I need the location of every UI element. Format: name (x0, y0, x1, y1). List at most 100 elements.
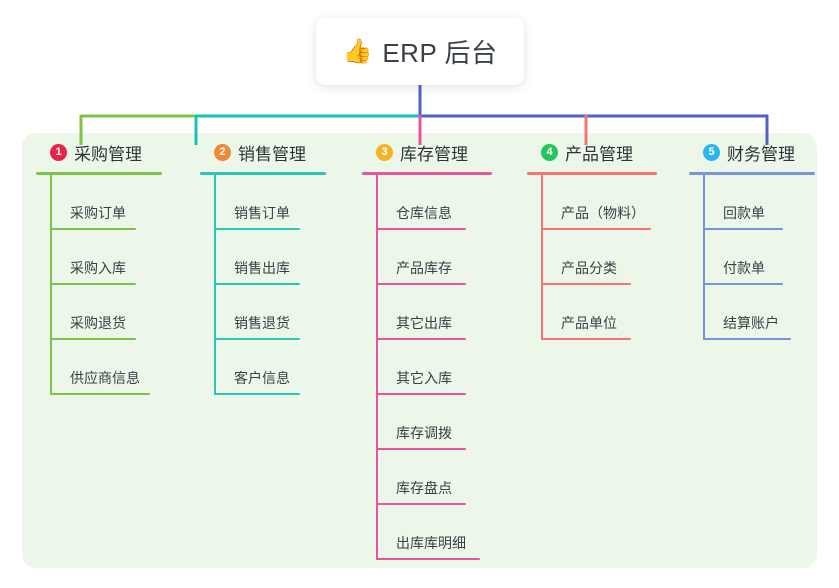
list-item[interactable]: 采购退货 (50, 285, 186, 340)
list-item-rule (214, 338, 300, 340)
list-item-label: 付款单 (723, 260, 765, 276)
list-item[interactable]: 销售出库 (214, 230, 350, 285)
list-item-rule (376, 503, 466, 505)
list-item[interactable]: 出库库明细 (376, 505, 522, 560)
list-item-label: 出库库明细 (396, 535, 466, 551)
list-item-label: 仓库信息 (396, 205, 452, 221)
list-item-label: 供应商信息 (70, 370, 140, 386)
list-item[interactable]: 其它入库 (376, 340, 522, 395)
column-badge-3: 3 (376, 143, 393, 161)
list-item-rule (214, 228, 300, 230)
list-item-label: 回款单 (723, 205, 765, 221)
list-item-rule (376, 558, 480, 560)
list-item-rule (703, 338, 791, 340)
content-panel (22, 133, 817, 568)
list-item-label: 销售退货 (234, 315, 290, 331)
root-title: ERP 后台 (382, 38, 498, 68)
list-item-rule (376, 283, 466, 285)
column-header-4[interactable]: 4 产品管理 (527, 133, 687, 171)
list-item-rule (50, 393, 150, 395)
column-title-label: 产品管理 (565, 144, 633, 164)
list-item[interactable]: 库存盘点 (376, 450, 522, 505)
column-5: 5 财务管理回款单付款单结算账户 (689, 133, 839, 340)
column-spine (541, 175, 543, 340)
column-spine (703, 175, 705, 340)
list-item-rule (541, 283, 631, 285)
list-item[interactable]: 产品库存 (376, 230, 522, 285)
list-item[interactable]: 其它出库 (376, 285, 522, 340)
column-header-rule (36, 172, 162, 175)
list-item-label: 库存盘点 (396, 480, 452, 496)
list-item[interactable]: 付款单 (703, 230, 839, 285)
thumbs-up-icon: 👍 (342, 37, 373, 65)
list-item-label: 客户信息 (234, 370, 290, 386)
list-item[interactable]: 产品分类 (541, 230, 687, 285)
list-item-rule (376, 393, 466, 395)
list-item-label: 销售订单 (234, 205, 290, 221)
list-item-label: 采购入库 (70, 260, 126, 276)
list-item-rule (214, 393, 300, 395)
column-badge-1: 1 (50, 143, 67, 161)
column-title-label: 库存管理 (400, 144, 468, 164)
list-item-label: 产品单位 (561, 315, 617, 331)
column-title-label: 财务管理 (727, 144, 795, 164)
list-item-label: 库存调拨 (396, 425, 452, 441)
column-items: 仓库信息产品库存其它出库其它入库库存调拨库存盘点出库库明细 (362, 175, 522, 560)
list-item-rule (50, 228, 136, 230)
column-spine (214, 175, 216, 395)
column-header-1[interactable]: 1 采购管理 (36, 133, 186, 171)
column-spine (50, 175, 52, 395)
list-item[interactable]: 结算账户 (703, 285, 839, 340)
list-item-rule (376, 338, 466, 340)
column-header-5[interactable]: 5 财务管理 (689, 133, 839, 171)
list-item-label: 结算账户 (723, 315, 779, 331)
column-header-rule (689, 172, 815, 175)
list-item[interactable]: 库存调拨 (376, 395, 522, 450)
list-item-label: 产品库存 (396, 260, 452, 276)
column-items: 销售订单销售出库销售退货客户信息 (200, 175, 350, 395)
list-item[interactable]: 销售订单 (214, 175, 350, 230)
list-item[interactable]: 采购订单 (50, 175, 186, 230)
list-item-rule (541, 338, 631, 340)
list-item-rule (50, 338, 136, 340)
column-badge-4: 4 (541, 143, 558, 161)
list-item-label: 其它出库 (396, 315, 452, 331)
column-header-3[interactable]: 3 库存管理 (362, 133, 522, 171)
list-item-rule (541, 228, 651, 230)
list-item-label: 产品（物料） (561, 205, 645, 221)
list-item[interactable]: 采购入库 (50, 230, 186, 285)
column-header-rule (362, 172, 492, 175)
list-item-rule (703, 228, 783, 230)
column-badge-5: 5 (703, 143, 720, 161)
column-items: 回款单付款单结算账户 (689, 175, 839, 340)
list-item-rule (703, 283, 783, 285)
column-title-label: 采购管理 (74, 144, 142, 164)
column-1: 1 采购管理采购订单采购入库采购退货供应商信息 (36, 133, 186, 395)
list-item-label: 产品分类 (561, 260, 617, 276)
list-item-label: 销售出库 (234, 260, 290, 276)
column-3: 3 库存管理仓库信息产品库存其它出库其它入库库存调拨库存盘点出库库明细 (362, 133, 522, 560)
list-item[interactable]: 产品（物料） (541, 175, 687, 230)
column-spine (376, 175, 378, 560)
list-item-rule (50, 283, 136, 285)
list-item[interactable]: 产品单位 (541, 285, 687, 340)
list-item-rule (376, 228, 466, 230)
list-item[interactable]: 回款单 (703, 175, 839, 230)
column-header-rule (527, 172, 657, 175)
list-item-label: 采购订单 (70, 205, 126, 221)
list-item[interactable]: 客户信息 (214, 340, 350, 395)
column-items: 产品（物料） 产品分类产品单位 (527, 175, 687, 340)
list-item[interactable]: 仓库信息 (376, 175, 522, 230)
list-item-label: 采购退货 (70, 315, 126, 331)
list-item[interactable]: 供应商信息 (50, 340, 186, 395)
column-badge-2: 2 (214, 143, 231, 161)
column-4: 4 产品管理产品（物料） 产品分类产品单位 (527, 133, 687, 340)
list-item[interactable]: 销售退货 (214, 285, 350, 340)
root-node[interactable]: 👍 ERP 后台 (316, 18, 524, 85)
list-item-label: 其它入库 (396, 370, 452, 386)
list-item-rule (214, 283, 300, 285)
